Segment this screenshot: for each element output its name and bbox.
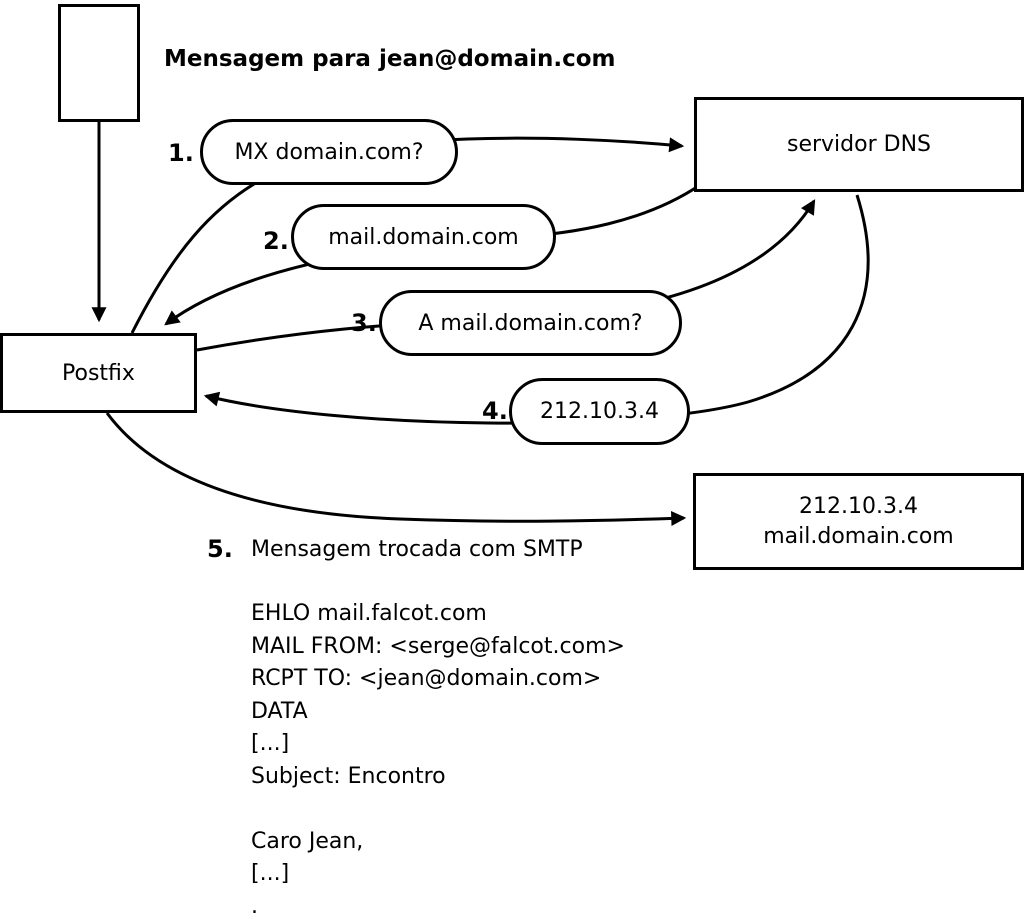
smtp-line-data: DATA — [251, 698, 308, 724]
sender-box — [58, 4, 140, 122]
smtp-line-subject: Subject: Encontro — [251, 763, 446, 789]
smtp-server-box: 212.10.3.4 mail.domain.com — [693, 473, 1024, 570]
step4-number: 4. — [482, 397, 508, 425]
dns-server-label: servidor DNS — [787, 132, 931, 157]
smtp-server-hostname: mail.domain.com — [763, 523, 954, 549]
step1-number: 1. — [168, 139, 194, 167]
postfix-box: Postfix — [0, 333, 197, 413]
smtp-line-terminator: . — [251, 893, 258, 919]
step4-label: 212.10.3.4 — [540, 399, 659, 424]
smtp-line-mail-from: MAIL FROM: <serge@falcot.com> — [251, 633, 625, 659]
step2-label: mail.domain.com — [328, 224, 519, 250]
smtp-line-blank — [251, 793, 625, 826]
step3-a-query-bubble: A mail.domain.com? — [379, 290, 682, 356]
step1-mx-query-bubble: MX domain.com? — [200, 119, 458, 185]
step3-number: 3. — [351, 309, 377, 337]
step2-mx-answer-bubble: mail.domain.com — [291, 204, 556, 270]
message-title: Mensagem para jean@domain.com — [164, 46, 616, 72]
smtp-line-ehlo: EHLO mail.falcot.com — [251, 601, 487, 626]
step1-label: MX domain.com? — [234, 139, 424, 165]
smtp-line-ellipsis-2: [...] — [251, 861, 290, 886]
step2-number: 2. — [263, 227, 289, 255]
postfix-label: Postfix — [62, 360, 135, 386]
step4-a-answer-bubble: 212.10.3.4 — [509, 378, 690, 445]
smtp-transcript: EHLO mail.falcot.com MAIL FROM: <serge@f… — [251, 598, 625, 919]
smtp-line-rcpt-to: RCPT TO: <jean@domain.com> — [251, 666, 602, 691]
step5-label: Mensagem trocada com SMTP — [251, 537, 583, 562]
arrow-dns-reply-a-to-postfix — [203, 194, 870, 425]
dns-server-box: servidor DNS — [694, 97, 1024, 192]
smtp-server-ip: 212.10.3.4 — [799, 493, 918, 519]
step5-number: 5. — [207, 535, 233, 563]
smtp-line-greeting: Caro Jean, — [251, 828, 364, 854]
step3-label: A mail.domain.com? — [418, 310, 643, 336]
arrow-smtp-delivery — [105, 412, 687, 526]
smtp-line-ellipsis-1: [...] — [251, 731, 290, 756]
